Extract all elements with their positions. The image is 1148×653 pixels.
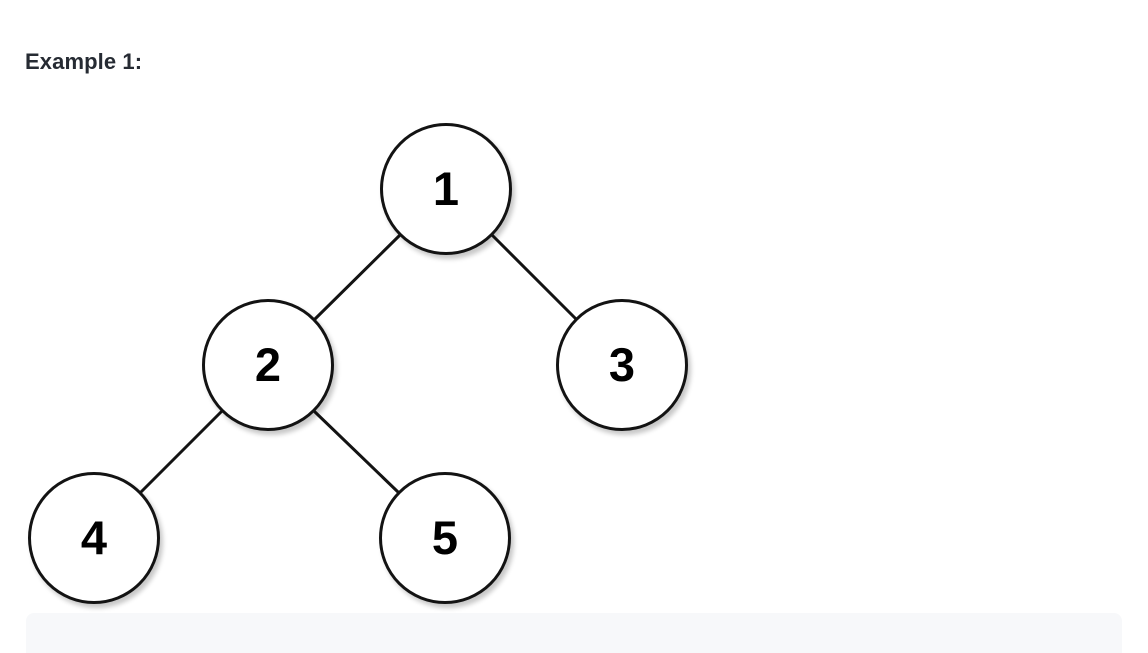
- tree-edges-layer: [139, 234, 578, 494]
- page-title: Example 1:: [25, 49, 143, 74]
- tree-node-label: 4: [80, 510, 108, 564]
- tree-edge-n2-n5: [313, 410, 400, 494]
- edges-group: [139, 234, 578, 494]
- tree-node-label: 3: [608, 337, 636, 391]
- tree-node-label: 2: [254, 337, 282, 391]
- bottom-panel: [26, 613, 1122, 653]
- tree-edge-n1-n3: [491, 234, 578, 321]
- tree-node-label: 5: [431, 510, 459, 564]
- tree-node-5: 5: [379, 472, 511, 604]
- tree-node-2: 2: [202, 299, 334, 431]
- tree-node-label: 1: [432, 161, 460, 215]
- tree-node-4: 4: [28, 472, 160, 604]
- tree-node-1: 1: [380, 123, 512, 255]
- tree-edge-n1-n2: [313, 234, 401, 321]
- tree-node-3: 3: [556, 299, 688, 431]
- binary-tree-diagram: 1 2 3 4 5: [28, 123, 688, 604]
- tree-edge-n2-n4: [139, 410, 223, 494]
